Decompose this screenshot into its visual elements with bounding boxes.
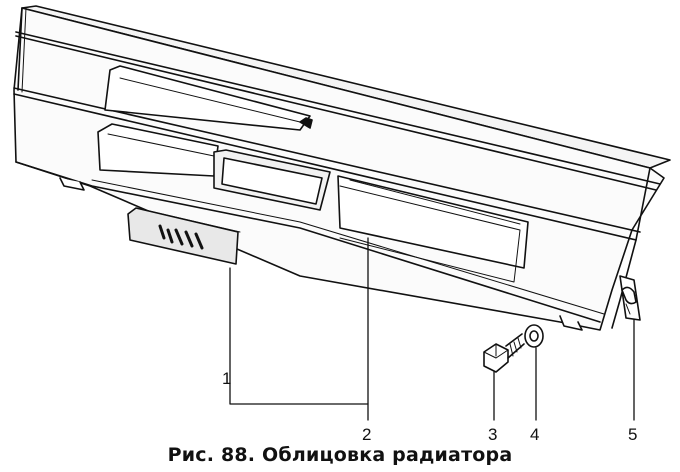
callout-4: 4 — [530, 425, 540, 444]
figure-caption: Рис. 88. Облицовка радиатора — [167, 444, 513, 466]
callout-1: 1 — [222, 369, 232, 388]
bolt — [483, 333, 525, 373]
washer — [524, 324, 544, 348]
callout-2: 2 — [362, 425, 372, 444]
leader-lines — [229, 237, 635, 421]
emblem — [127, 207, 241, 265]
clip-nut — [619, 275, 641, 321]
callout-3: 3 — [488, 425, 498, 444]
callout-5: 5 — [628, 425, 638, 444]
radiator-grille — [13, 5, 671, 331]
